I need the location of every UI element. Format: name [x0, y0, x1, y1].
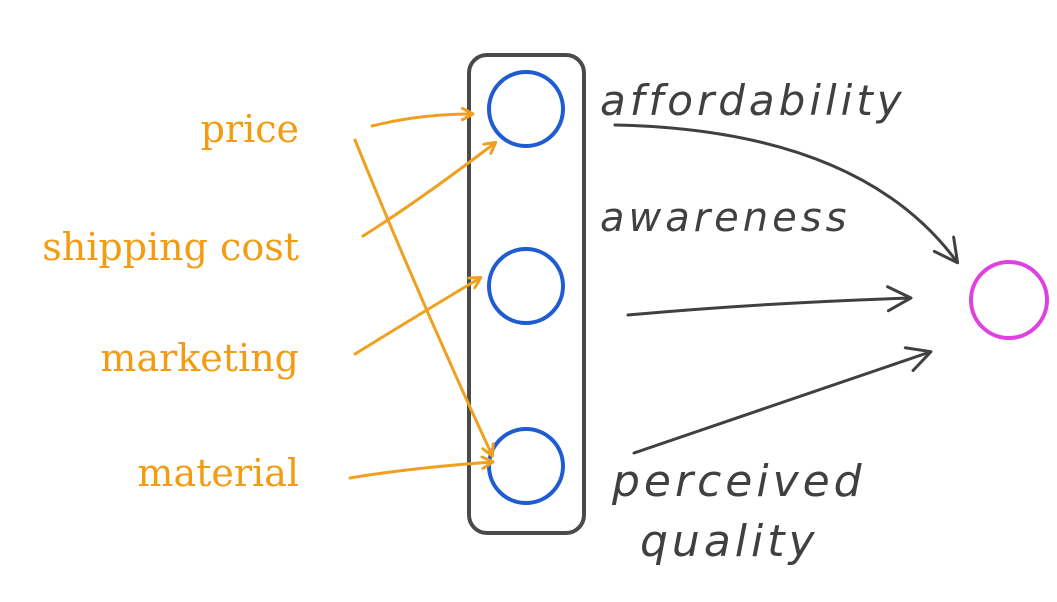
- input-label-price: price: [200, 107, 299, 151]
- neuron-perceived-quality: [487, 427, 565, 505]
- hidden-label-affordability: affordability: [600, 76, 906, 125]
- output-neuron: [969, 260, 1049, 340]
- neuron-affordability: [487, 70, 565, 148]
- hidden-layer-box: [467, 53, 586, 535]
- arrow-marketing-to-awareness: [353, 278, 480, 356]
- arrow-material-to-perceived-quality: [348, 462, 492, 480]
- hidden-label-perceived: perceived: [612, 456, 866, 507]
- input-label-shipping-cost: shipping cost: [42, 225, 299, 269]
- arrow-awareness-to-output: [626, 285, 913, 317]
- input-label-material: material: [137, 451, 299, 495]
- arrow-price-to-affordability: [370, 114, 472, 128]
- hidden-label-quality: quality: [640, 516, 819, 567]
- arrow-affordability-to-output: [613, 123, 960, 265]
- hidden-label-awareness: awareness: [600, 195, 851, 241]
- arrow-shipping-to-affordability: [361, 143, 495, 238]
- input-label-marketing: marketing: [100, 336, 299, 380]
- arrow-price-to-perceived-quality: [353, 138, 492, 455]
- neuron-awareness: [487, 247, 565, 325]
- arrow-perceived-quality-to-output: [632, 346, 933, 455]
